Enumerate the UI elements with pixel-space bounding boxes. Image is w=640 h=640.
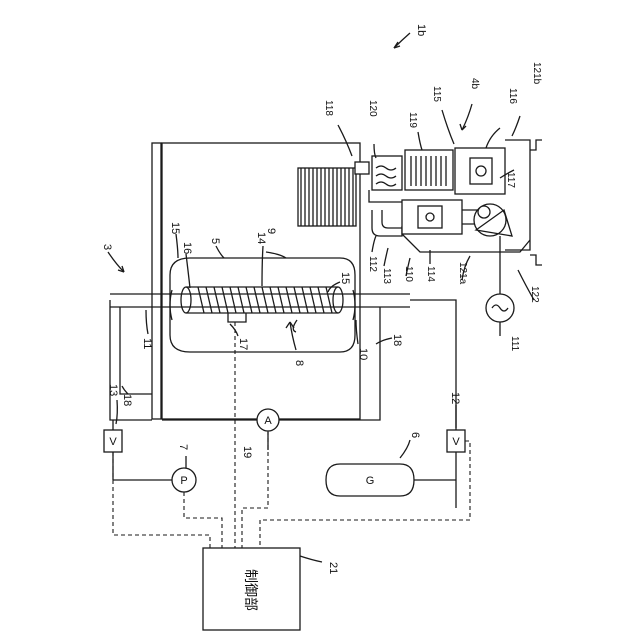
- label-118: 118: [323, 100, 334, 116]
- label-18a: 18: [121, 394, 133, 406]
- label-18b: 18: [391, 334, 403, 346]
- label-14: 14: [255, 232, 267, 244]
- valve-13-label: V: [109, 436, 117, 448]
- label-8: 8: [293, 360, 305, 366]
- engine-assembly-4b: [298, 140, 542, 265]
- label-13: 13: [107, 384, 119, 396]
- electrode-17: [228, 313, 246, 322]
- valve-12-label: V: [452, 436, 460, 448]
- gas-source-label: G: [366, 475, 375, 487]
- controller-label: 制御部: [242, 569, 258, 611]
- label-12: 12: [449, 392, 461, 404]
- label-115: 115: [431, 86, 442, 102]
- label-15a: 15: [169, 222, 181, 234]
- label-120: 120: [367, 100, 378, 117]
- pipe-18-right: [360, 307, 380, 420]
- label-111: 111: [509, 336, 520, 352]
- housing-left-wall: [152, 143, 161, 419]
- label-116: 116: [507, 88, 518, 104]
- label-117: 117: [505, 172, 516, 188]
- pressure-gauge-label: P: [180, 475, 187, 487]
- ammeter-label: A: [264, 415, 272, 427]
- label-3: 3: [101, 244, 113, 250]
- label-1b: 1b: [415, 24, 427, 36]
- heater-coil: [181, 287, 343, 313]
- label-114: 114: [425, 266, 436, 282]
- label-113: 113: [381, 268, 392, 284]
- label-15b: 15: [339, 272, 351, 284]
- label-122: 122: [529, 286, 540, 303]
- label-110: 110: [403, 266, 414, 282]
- label-10: 10: [357, 348, 369, 360]
- label-11: 11: [141, 338, 153, 349]
- label-19: 19: [241, 446, 253, 458]
- label-119: 119: [407, 112, 418, 128]
- label-17: 17: [237, 338, 249, 350]
- label-6: 6: [409, 432, 421, 438]
- label-16: 16: [181, 242, 193, 254]
- label-4b: 4b: [469, 78, 480, 90]
- label-112: 112: [367, 256, 378, 272]
- label-21: 21: [327, 562, 339, 574]
- label-5: 5: [209, 238, 221, 244]
- label-7: 7: [177, 444, 189, 450]
- label-121a: 121a: [457, 262, 468, 285]
- reference-numerals: 1b 3 5 6 7 8 9 10 11 12 13 14 15 15 16 1…: [101, 24, 542, 574]
- label-121b: 121b: [531, 62, 542, 85]
